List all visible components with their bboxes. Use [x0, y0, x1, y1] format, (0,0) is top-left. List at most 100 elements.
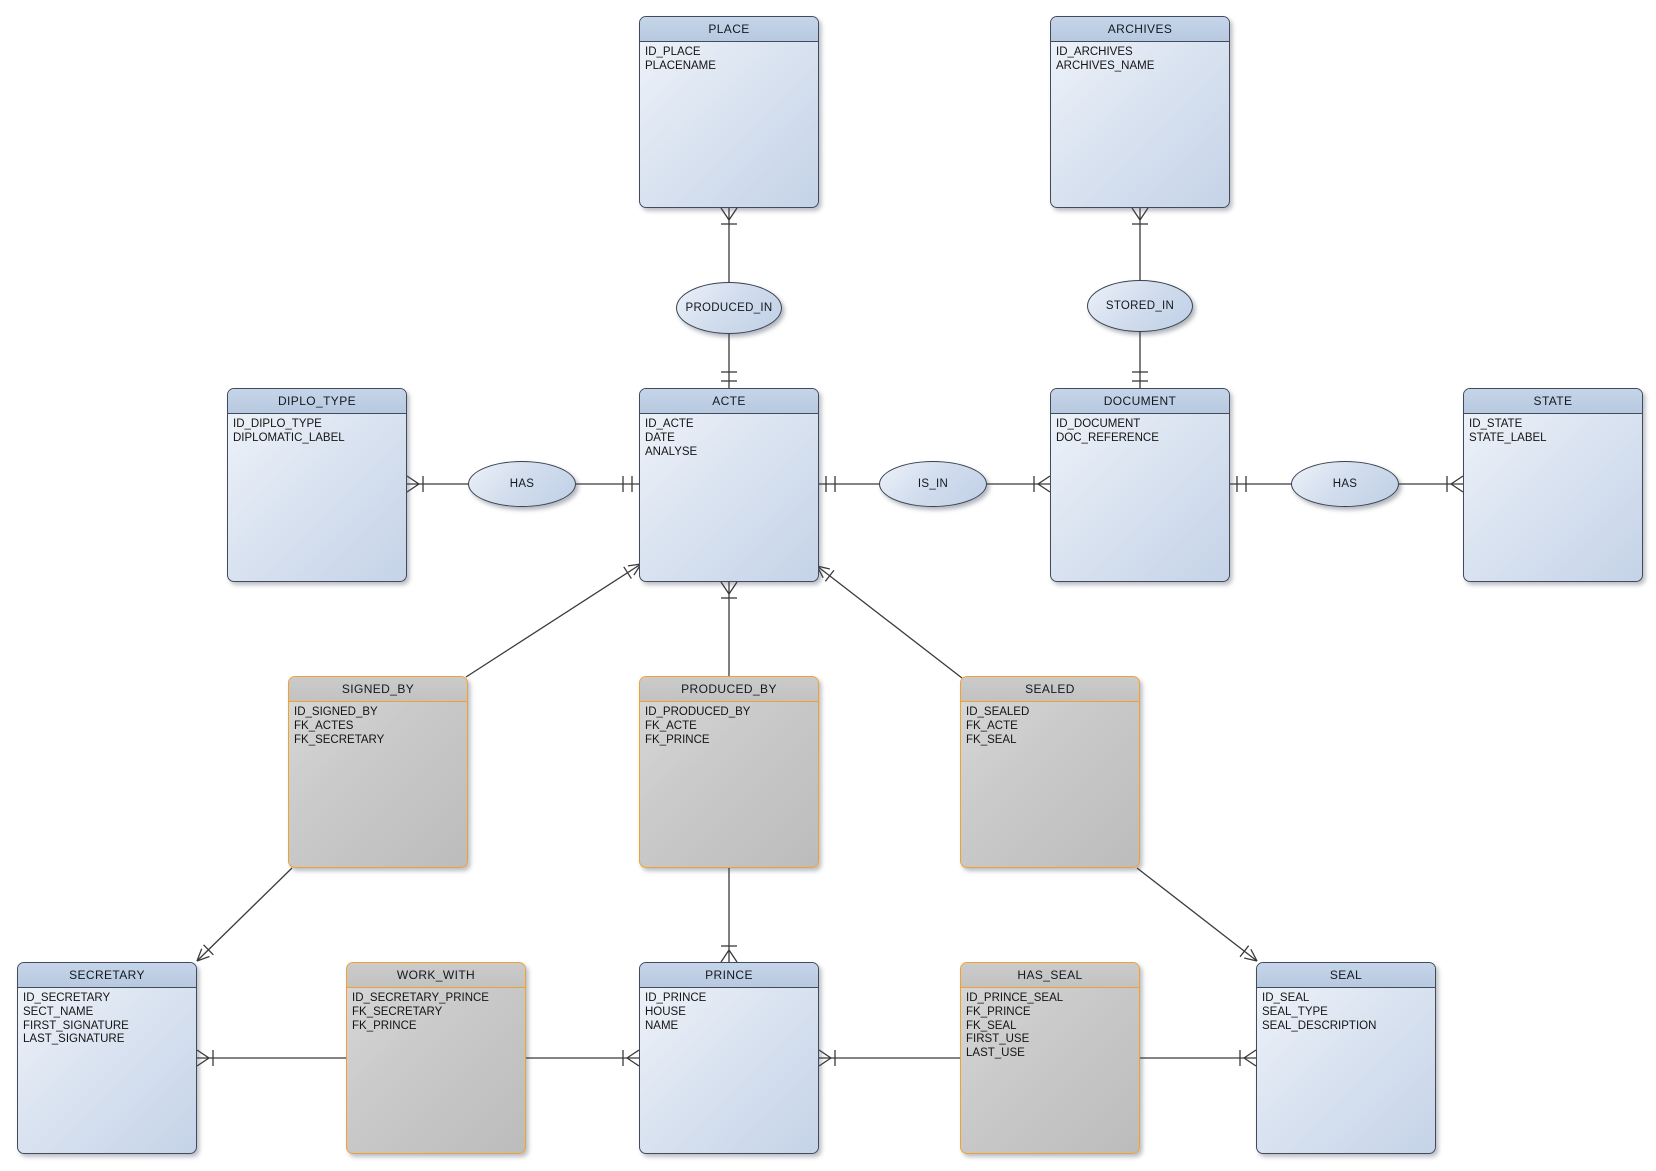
- attribute-diplomatic_label: DIPLOMATIC_LABEL: [233, 431, 345, 444]
- attribute-state_label: STATE_LABEL: [1469, 431, 1547, 444]
- attribute-id_document: ID_DOCUMENT: [1056, 418, 1141, 430]
- attribute-id_sealed: ID_SEALED: [966, 706, 1030, 718]
- attribute-fk_prince: FK_PRINCE: [966, 1005, 1031, 1018]
- attribute-placename: PLACENAME: [645, 59, 716, 72]
- attribute-id_secretary: ID_SECRETARY: [23, 992, 111, 1004]
- attribute-id_prince_seal: ID_PRINCE_SEAL: [966, 992, 1064, 1004]
- attribute-id_diplo_type: ID_DIPLO_TYPE: [233, 418, 322, 430]
- entity-title: PLACE: [640, 17, 818, 42]
- attribute-doc_reference: DOC_REFERENCE: [1056, 431, 1159, 444]
- attribute-fk_seal: FK_SEAL: [966, 1019, 1017, 1032]
- attribute-sect_name: SECT_NAME: [23, 1005, 94, 1018]
- connector-sealed-seal: [1136, 867, 1258, 962]
- relationship-label: STORED_IN: [1105, 300, 1175, 312]
- attribute-id_state: ID_STATE: [1469, 418, 1523, 430]
- connector-produced_by-prince: [720, 868, 738, 963]
- connector-acte-produced_by: [720, 581, 738, 676]
- attribute-first_use: FIRST_USE: [966, 1033, 1030, 1046]
- attribute-id_secretary_prince: ID_SECRETARY_PRINCE: [352, 992, 489, 1004]
- entity-title: WORK_WITH: [347, 963, 525, 988]
- entity-title: PRINCE: [640, 963, 818, 988]
- attribute-id_place: ID_PLACE: [645, 46, 701, 58]
- entity-title: PRODUCED_BY: [640, 677, 818, 702]
- entity-title: HAS_SEAL: [961, 963, 1139, 988]
- entity-title: SIGNED_BY: [289, 677, 467, 702]
- attribute-last_signature: LAST_SIGNATURE: [23, 1033, 125, 1046]
- relationship-label: IS_IN: [917, 478, 949, 490]
- connector-work_with-prince: [526, 1049, 640, 1067]
- entity-title: DOCUMENT: [1051, 389, 1229, 414]
- relationship-is_in[interactable]: IS_IN: [879, 461, 987, 507]
- relationship-produced_in[interactable]: PRODUCED_IN: [676, 282, 782, 334]
- entity-title: STATE: [1464, 389, 1642, 414]
- entity-title: ACTE: [640, 389, 818, 414]
- relationship-has_diplo[interactable]: HAS: [468, 461, 576, 507]
- connector-has_seal-seal: [1140, 1049, 1257, 1067]
- attribute-fk_actes: FK_ACTES: [294, 719, 354, 732]
- attribute-id_archives: ID_ARCHIVES: [1056, 46, 1133, 58]
- attribute-id_seal: ID_SEAL: [1262, 992, 1310, 1004]
- attribute-first_signature: FIRST_SIGNATURE: [23, 1019, 129, 1032]
- attribute-last_use: LAST_USE: [966, 1047, 1025, 1060]
- relationship-has_state[interactable]: HAS: [1291, 461, 1399, 507]
- relationship-label: HAS: [509, 478, 535, 490]
- attribute-fk_seal: FK_SEAL: [966, 733, 1017, 746]
- entity-title: SEALED: [961, 677, 1139, 702]
- relationship-label: PRODUCED_IN: [685, 302, 773, 314]
- attribute-seal_description: SEAL_DESCRIPTION: [1262, 1019, 1377, 1032]
- connector-prince-has_seal: [818, 1049, 960, 1067]
- attribute-date: DATE: [645, 431, 675, 444]
- attribute-archives_name: ARCHIVES_NAME: [1056, 59, 1155, 72]
- attribute-id_signed_by: ID_SIGNED_BY: [294, 706, 378, 718]
- relationship-stored_in[interactable]: STORED_IN: [1087, 280, 1193, 332]
- attribute-name: NAME: [645, 1019, 679, 1032]
- entity-title: DIPLO_TYPE: [228, 389, 406, 414]
- connector-signed_by-secretary: [196, 867, 293, 962]
- attribute-id_acte: ID_ACTE: [645, 418, 694, 430]
- attribute-id_produced_by: ID_PRODUCED_BY: [645, 706, 751, 718]
- attribute-house: HOUSE: [645, 1005, 686, 1018]
- attribute-fk_secretary: FK_SECRETARY: [294, 733, 385, 746]
- attribute-fk_acte: FK_ACTE: [645, 719, 697, 732]
- connector-secretary-work_with: [196, 1049, 346, 1067]
- entity-title: SEAL: [1257, 963, 1435, 988]
- entity-title: ARCHIVES: [1051, 17, 1229, 42]
- attribute-analyse: ANALYSE: [645, 445, 698, 458]
- connector-acte-signed_by: [465, 563, 642, 678]
- attribute-fk_secretary: FK_SECRETARY: [352, 1005, 443, 1018]
- relationship-label: HAS: [1332, 478, 1358, 490]
- attribute-id_prince: ID_PRINCE: [645, 992, 707, 1004]
- attribute-fk_acte: FK_ACTE: [966, 719, 1018, 732]
- attribute-fk_prince: FK_PRINCE: [645, 733, 710, 746]
- attribute-fk_prince: FK_PRINCE: [352, 1019, 417, 1032]
